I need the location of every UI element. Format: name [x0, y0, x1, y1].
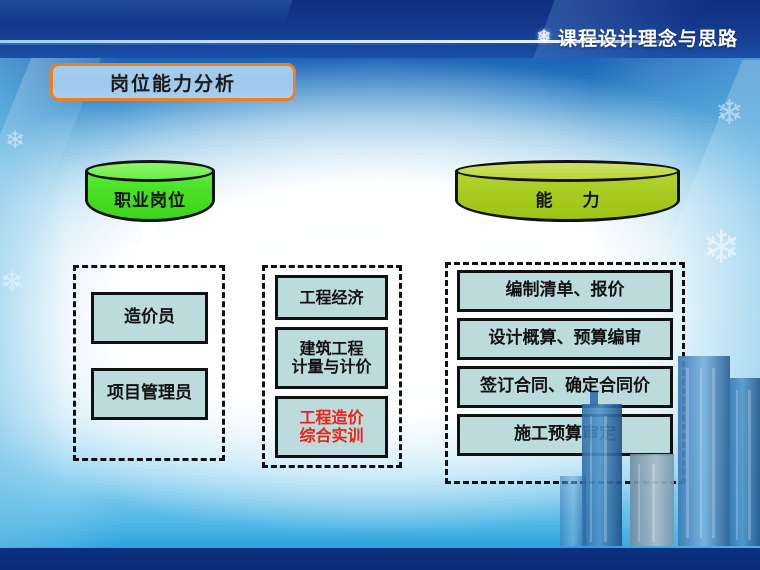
ability-item[interactable]: 施工预算审定	[457, 414, 673, 456]
job-item-label: 造价员	[124, 307, 175, 328]
ability-item[interactable]: 编制清单、报价	[457, 270, 673, 312]
header-title: ❄ 课程设计理念与思路	[537, 24, 738, 51]
snowflake-decor-icon-5: ❄	[702, 220, 741, 274]
header-title-text: 课程设计理念与思路	[557, 28, 738, 50]
ability-item-label: 施工预算审定	[514, 424, 616, 445]
snowflake-icon: ❄	[536, 27, 552, 47]
course-item-highlighted[interactable]: 工程造价综合实训	[275, 396, 388, 458]
cylinder-ability-source[interactable]: 能 力	[455, 160, 680, 222]
section-title-text: 岗位能力分析	[109, 72, 236, 95]
course-item-label: 工程经济	[299, 287, 364, 307]
group-jobs	[73, 265, 225, 461]
snowflake-decor-icon-4: ❄	[5, 126, 26, 154]
ability-item[interactable]: 签订合同、确定合同价	[457, 366, 673, 408]
cylinder-job-source[interactable]: 职业岗位	[85, 160, 215, 222]
header-banner	[0, 0, 760, 58]
section-title-box[interactable]: 岗位能力分析	[50, 63, 296, 101]
down-arrow-icon-abilities	[545, 224, 589, 264]
job-item-label: 项目管理员	[107, 383, 192, 404]
job-item[interactable]: 项目管理员	[91, 368, 208, 420]
header-divider-shadow	[0, 43, 676, 45]
right-arrow-icon-2	[407, 312, 445, 376]
down-arrow-icon-jobs	[128, 224, 172, 264]
job-item[interactable]: 造价员	[91, 292, 208, 344]
footer-bar	[0, 548, 760, 570]
ability-item-label: 设计概算、预算编审	[488, 328, 642, 349]
snowflake-decor-icon-3: ❄	[715, 93, 744, 133]
right-arrow-icon-1	[222, 312, 260, 376]
header-divider-line	[0, 40, 676, 43]
course-item[interactable]: 工程经济	[275, 275, 388, 320]
course-item-label: 工程造价综合实训	[299, 408, 364, 445]
cylinder-ability-label: 能 力	[535, 191, 612, 211]
ability-item[interactable]: 设计概算、预算编审	[457, 318, 673, 360]
course-item[interactable]: 建筑工程计量与计价	[275, 327, 388, 389]
banner-sheen-left	[0, 0, 296, 24]
cylinder-ability-top	[455, 160, 680, 182]
cylinder-job-label: 职业岗位	[114, 191, 186, 211]
cylinder-job-top	[85, 160, 215, 182]
group-courses	[262, 265, 402, 468]
course-item-label: 建筑工程计量与计价	[291, 339, 372, 376]
ability-item-label: 编制清单、报价	[505, 280, 625, 301]
snowflake-decor-icon-6: ❄	[0, 265, 24, 298]
ability-item-label: 签订合同、确定合同价	[480, 376, 650, 397]
